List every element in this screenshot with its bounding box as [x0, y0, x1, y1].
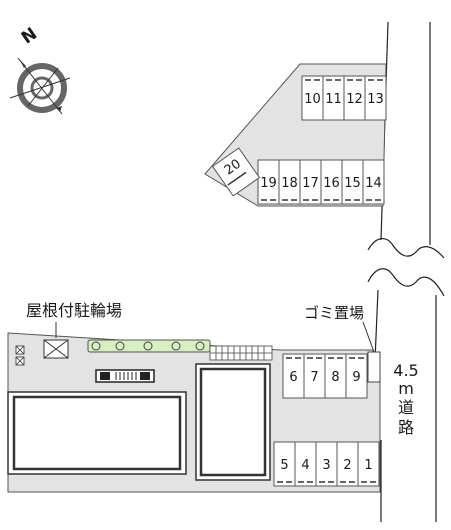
garbage-area — [367, 351, 381, 383]
parking-number: 19 — [260, 176, 277, 191]
parking-space-3: 3 — [315, 441, 338, 487]
lower-site: 屋根付駐輪場 ゴミ置場 — [7, 301, 381, 493]
road-width-value: 4.5 — [393, 361, 418, 380]
parking-number: 14 — [365, 176, 382, 191]
bicycle-parking-label: 屋根付駐輪場 — [26, 301, 122, 320]
compass-rose-icon — [9, 57, 71, 115]
parking-number: 13 — [367, 92, 384, 107]
parking-number: 7 — [310, 370, 318, 385]
staircase — [95, 369, 155, 383]
parking-number: 17 — [302, 176, 319, 191]
hedge-row — [87, 339, 211, 353]
parking-number: 4 — [301, 458, 309, 473]
parking-number: 1 — [364, 458, 372, 473]
upper-parking-lot: 10 11 12 13 19 18 17 16 15 14 20 — [204, 63, 387, 207]
parking-number: 11 — [325, 92, 342, 107]
parking-space-18: 18 — [278, 159, 301, 205]
parking-space-8: 8 — [324, 353, 347, 399]
parking-space-2: 2 — [336, 441, 359, 487]
paving-pattern — [209, 345, 273, 361]
parking-space-11: 11 — [322, 75, 345, 121]
parking-space-15: 15 — [341, 159, 364, 205]
bicycle-parking-icon — [43, 339, 69, 359]
road-label-2: 路 — [398, 418, 414, 437]
parking-space-17: 17 — [299, 159, 322, 205]
parking-number: 6 — [289, 370, 297, 385]
parking-space-9: 9 — [345, 353, 368, 399]
parking-number: 9 — [352, 370, 360, 385]
parking-space-10: 10 — [301, 75, 324, 121]
parking-space-19: 19 — [257, 159, 280, 205]
parking-number: 3 — [322, 458, 330, 473]
road-label-1: 道 — [398, 398, 414, 417]
road-break-mark-2 — [367, 268, 445, 297]
meter-icon — [15, 345, 25, 366]
parking-number: 2 — [343, 458, 351, 473]
parking-space-4: 4 — [294, 441, 317, 487]
north-label: N — [18, 24, 41, 49]
parking-space-1: 1 — [357, 441, 380, 487]
parking-space-20: 20 — [211, 147, 261, 197]
parking-space-6: 6 — [282, 353, 305, 399]
parking-space-16: 16 — [320, 159, 343, 205]
road-edge-right — [429, 22, 437, 522]
parking-number: 8 — [331, 370, 339, 385]
road-width-unit: m — [398, 379, 414, 398]
parking-space-14: 14 — [362, 159, 385, 205]
parking-space-5: 5 — [273, 441, 296, 487]
parking-number: 18 — [281, 176, 298, 191]
building-main — [7, 391, 187, 475]
garbage-area-label: ゴミ置場 — [304, 304, 364, 322]
parking-number: 5 — [280, 458, 288, 473]
compass: N — [9, 24, 71, 115]
parking-space-12: 12 — [343, 75, 366, 121]
building-annex — [195, 363, 271, 481]
parking-space-7: 7 — [303, 353, 326, 399]
parking-number: 10 — [304, 92, 321, 107]
parking-number: 16 — [323, 176, 340, 191]
road: 4.5 m 道 路 — [367, 21, 445, 522]
parking-number: 15 — [344, 176, 361, 191]
road-break-mark-1 — [367, 238, 445, 259]
parking-number: 12 — [346, 92, 363, 107]
parking-space-13: 13 — [364, 75, 387, 121]
